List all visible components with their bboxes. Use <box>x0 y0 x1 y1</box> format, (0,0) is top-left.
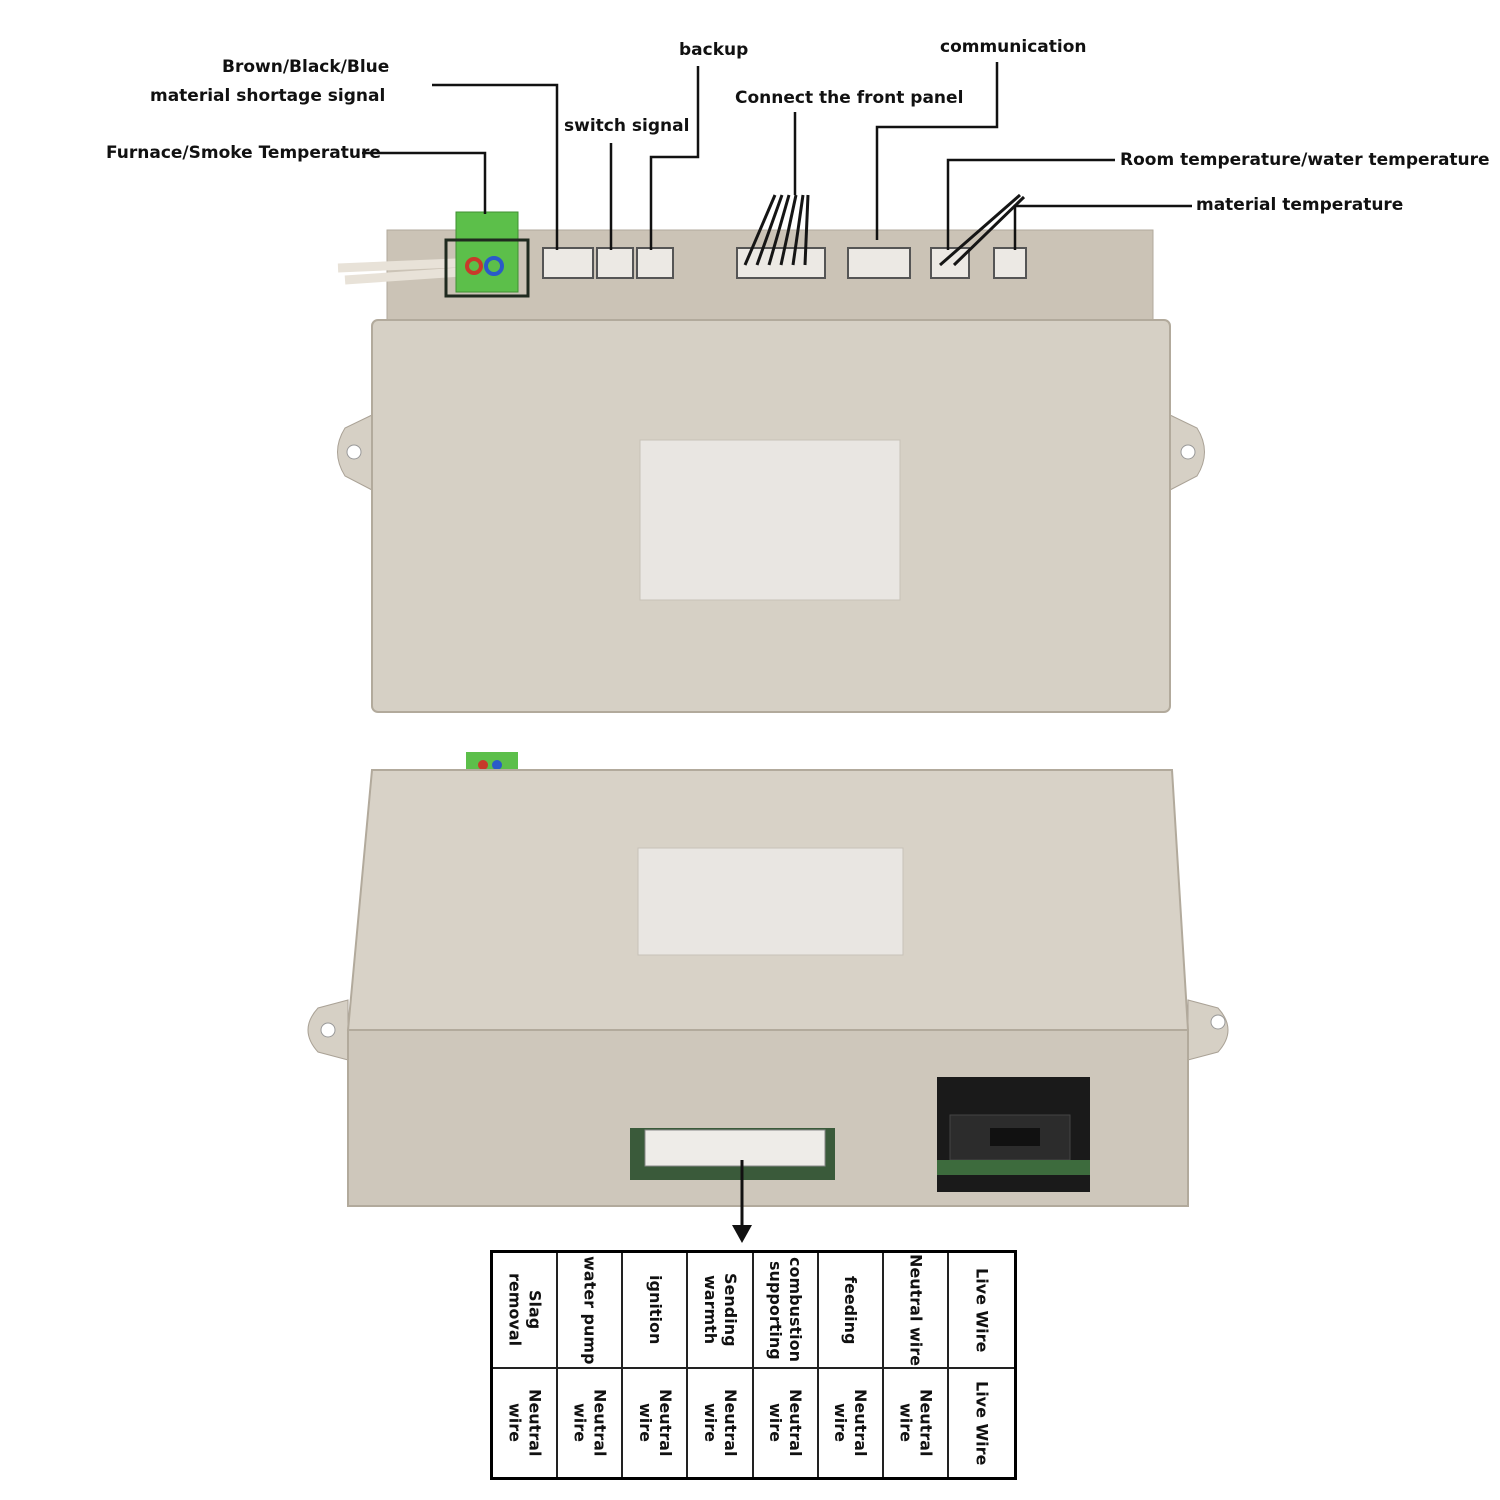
table-cell-wire: Neutral wire <box>688 1369 754 1477</box>
label-material-temperature: material temperature <box>1196 195 1404 215</box>
label-room-water-temperature: Room temperature/water temperature <box>1120 150 1490 170</box>
wire-label: Live Wire <box>972 1380 992 1466</box>
wire-label: Neutral wire <box>635 1389 675 1457</box>
wiring-table: Slag removal water pump ignition Sending… <box>490 1250 1017 1480</box>
function-label: ignition <box>645 1275 665 1345</box>
function-label: Slag removal <box>505 1273 545 1347</box>
table-cell-function: water pump <box>558 1253 624 1369</box>
table-cell-function: ignition <box>623 1253 689 1369</box>
function-label: Sending warmth <box>700 1273 740 1347</box>
bottom-device-label-window <box>637 847 904 956</box>
connector-material-temp <box>993 247 1027 279</box>
label-brown-black-blue: Brown/Black/Blue <box>222 57 390 77</box>
connector-switch-signal <box>596 247 634 279</box>
table-cell-function: Neutral wire <box>883 1253 949 1369</box>
table-cell-wire: Live Wire <box>949 1369 1014 1477</box>
ribbon-wires <box>743 193 1026 267</box>
top-device-label-window <box>639 439 901 601</box>
label-material-shortage: material shortage signal <box>150 86 386 106</box>
wire-label: Neutral wire <box>896 1389 936 1457</box>
leader-lines <box>362 62 1192 250</box>
wire-label: Neutral wire <box>570 1389 610 1457</box>
table-cell-wire: Neutral wire <box>884 1369 949 1477</box>
table-cell-wire: Neutral wire <box>493 1369 559 1477</box>
connector-material-shortage <box>542 247 594 279</box>
label-furnace-smoke-temperature: Furnace/Smoke Temperature <box>106 143 381 163</box>
table-cell-function: Sending warmth <box>688 1253 754 1369</box>
table-cell-wire: Neutral wire <box>623 1369 689 1477</box>
table-cell-function: Live Wire <box>948 1253 1014 1369</box>
label-front-panel: Connect the front panel <box>735 88 964 108</box>
wire-label: Neutral wire <box>700 1389 740 1457</box>
table-cell-wire: Neutral wire <box>819 1369 884 1477</box>
label-switch-signal: switch signal <box>564 116 690 136</box>
bottom-device-mount-ear-right <box>1187 999 1229 1061</box>
connector-backup <box>636 247 674 279</box>
function-label: water pump <box>580 1255 600 1365</box>
table-cell-function: combustion supporting <box>753 1253 819 1369</box>
table-cell-function: feeding <box>818 1253 884 1369</box>
green-terminal-block <box>455 211 519 293</box>
connector-room-water-temp <box>930 247 970 279</box>
blue-terminal-icon <box>484 256 504 276</box>
connector-communication <box>847 247 911 279</box>
terminal-header <box>644 1129 826 1167</box>
table-cell-wire: Neutral wire <box>558 1369 624 1477</box>
label-backup: backup <box>679 40 749 60</box>
wire-label: Neutral wire <box>766 1389 806 1457</box>
wire-label: Neutral wire <box>831 1389 871 1457</box>
label-communication: communication <box>940 37 1087 57</box>
function-label: feeding <box>841 1275 861 1345</box>
function-label: combustion supporting <box>766 1257 806 1363</box>
red-terminal-icon <box>465 257 483 275</box>
arrow-down-icon <box>732 1225 752 1243</box>
table-cell-wire: Neutral wire <box>754 1369 819 1477</box>
function-label: Live Wire <box>972 1267 992 1353</box>
wire-label: Neutral wire <box>505 1389 545 1457</box>
table-cell-function: Slag removal <box>493 1253 559 1369</box>
function-label: Neutral wire <box>906 1253 926 1367</box>
